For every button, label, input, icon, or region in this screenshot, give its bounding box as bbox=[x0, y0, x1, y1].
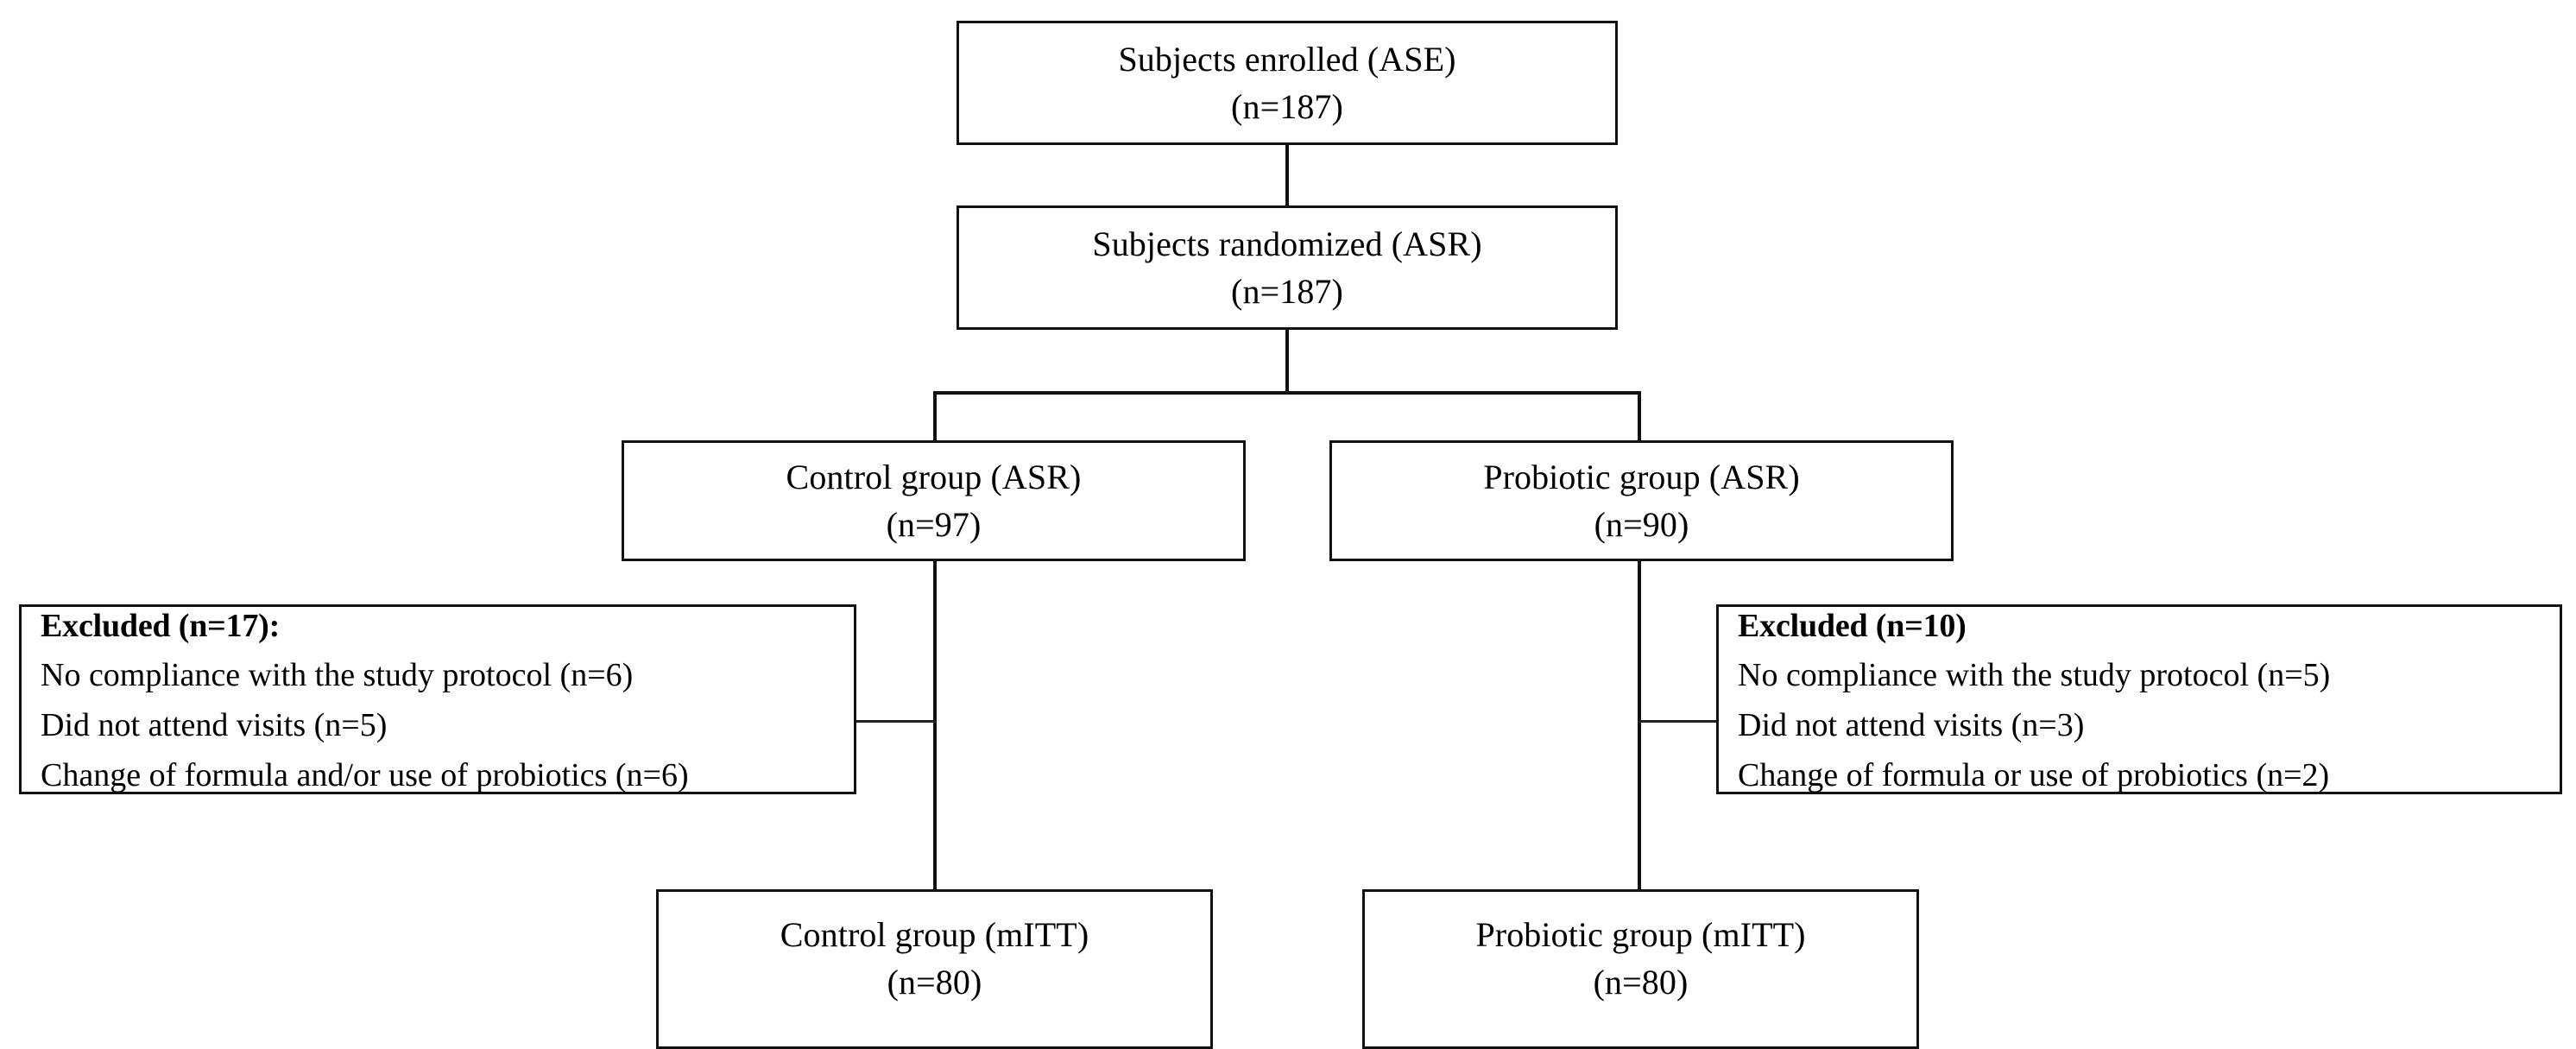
node-control-group-asr: Control group (ASR) (n=97) bbox=[622, 440, 1246, 561]
exclusion-box-probiotic: Excluded (n=10) No compliance with the s… bbox=[1716, 604, 2562, 794]
connector-probiotic-exclusion-stub bbox=[1638, 720, 1719, 723]
exclusion-control-reason-2: Did not attend visits (n=5) bbox=[41, 707, 388, 743]
node-control-group-mitt-count: (n=80) bbox=[887, 963, 982, 1002]
node-control-group-asr-title: Control group (ASR) bbox=[786, 457, 1082, 496]
exclusion-control-heading: Excluded (n=17): bbox=[41, 607, 281, 644]
node-subjects-enrolled-count: (n=187) bbox=[1231, 87, 1343, 126]
exclusion-probiotic-heading: Excluded (n=10) bbox=[1738, 607, 1967, 644]
node-probiotic-group-mitt: Probiotic group (mITT) (n=80) bbox=[1362, 889, 1919, 1049]
exclusion-control-reason-1: No compliance with the study protocol (n… bbox=[41, 657, 634, 694]
node-control-group-asr-count: (n=97) bbox=[886, 505, 982, 544]
connector-enrolled-to-randomized bbox=[1285, 143, 1289, 207]
node-probiotic-group-asr-title: Probiotic group (ASR) bbox=[1483, 457, 1800, 496]
connector-probiotic-asr-to-mitt bbox=[1638, 559, 1641, 892]
connector-control-asr-to-mitt bbox=[933, 559, 937, 892]
node-control-group-mitt: Control group (mITT) (n=80) bbox=[656, 889, 1213, 1049]
connector-split-arm-left bbox=[933, 391, 937, 442]
exclusion-probiotic-reason-2: Did not attend visits (n=3) bbox=[1738, 707, 2085, 743]
connector-split-bar bbox=[933, 391, 1641, 395]
connector-randomized-stem bbox=[1285, 328, 1289, 395]
node-subjects-randomized: Subjects randomized (ASR) (n=187) bbox=[957, 205, 1618, 330]
node-subjects-enrolled-title: Subjects enrolled (ASE) bbox=[1118, 39, 1456, 79]
connector-control-exclusion-stub bbox=[855, 720, 936, 723]
node-subjects-randomized-title: Subjects randomized (ASR) bbox=[1092, 224, 1482, 263]
exclusion-probiotic-reason-1: No compliance with the study protocol (n… bbox=[1738, 657, 2331, 694]
node-subjects-randomized-count: (n=187) bbox=[1231, 272, 1343, 311]
exclusion-probiotic-reason-3: Change of formula or use of probiotics (… bbox=[1738, 756, 2330, 793]
node-subjects-enrolled: Subjects enrolled (ASE) (n=187) bbox=[957, 21, 1618, 145]
node-probiotic-group-asr-count: (n=90) bbox=[1594, 505, 1689, 544]
node-probiotic-group-mitt-count: (n=80) bbox=[1593, 963, 1689, 1002]
node-probiotic-group-asr: Probiotic group (ASR) (n=90) bbox=[1329, 440, 1954, 561]
exclusion-box-control: Excluded (n=17): No compliance with the … bbox=[19, 604, 856, 794]
node-probiotic-group-mitt-title: Probiotic group (mITT) bbox=[1475, 915, 1806, 954]
node-control-group-mitt-title: Control group (mITT) bbox=[780, 915, 1089, 954]
exclusion-control-reason-3: Change of formula and/or use of probioti… bbox=[41, 756, 689, 793]
connector-split-arm-right bbox=[1638, 391, 1641, 442]
